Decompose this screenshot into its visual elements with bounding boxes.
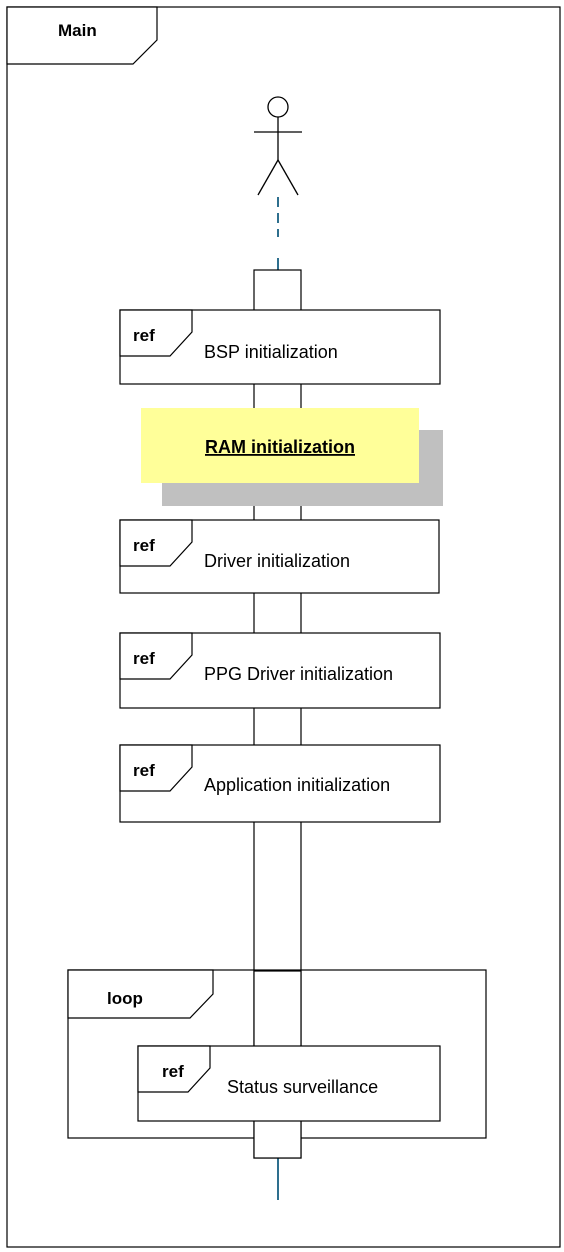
ref-tag: ref	[133, 536, 155, 555]
actor-icon	[254, 96, 302, 196]
note-label[interactable]: RAM initialization	[205, 437, 355, 457]
ref-tag: ref	[162, 1062, 184, 1081]
ref-label: Driver initialization	[204, 551, 350, 571]
main-frame	[6, 6, 561, 1248]
ref-label: Status surveillance	[227, 1077, 378, 1097]
note-ram-initialization[interactable]	[141, 408, 419, 483]
ref-bsp-initialization[interactable]: ref BSP initialization	[119, 309, 441, 385]
ref-application-initialization[interactable]: ref Application initialization	[119, 744, 441, 823]
main-frame-tab	[6, 6, 158, 65]
ref-tag: ref	[133, 326, 155, 345]
loop-frame-title: loop	[107, 989, 143, 1008]
ref-label: PPG Driver initialization	[204, 664, 393, 684]
main-frame-title: Main	[58, 21, 97, 40]
loop-frame-tab	[67, 969, 214, 1019]
ref-ppg-driver-initialization[interactable]: ref PPG Driver initialization	[119, 632, 441, 709]
ref-driver-initialization[interactable]: ref Driver initialization	[119, 519, 440, 594]
ref-label: Application initialization	[204, 775, 390, 795]
ref-tag: ref	[133, 649, 155, 668]
ref-tag: ref	[133, 761, 155, 780]
ref-status-surveillance[interactable]: ref Status surveillance	[137, 1045, 441, 1122]
ref-label: BSP initialization	[204, 342, 338, 362]
